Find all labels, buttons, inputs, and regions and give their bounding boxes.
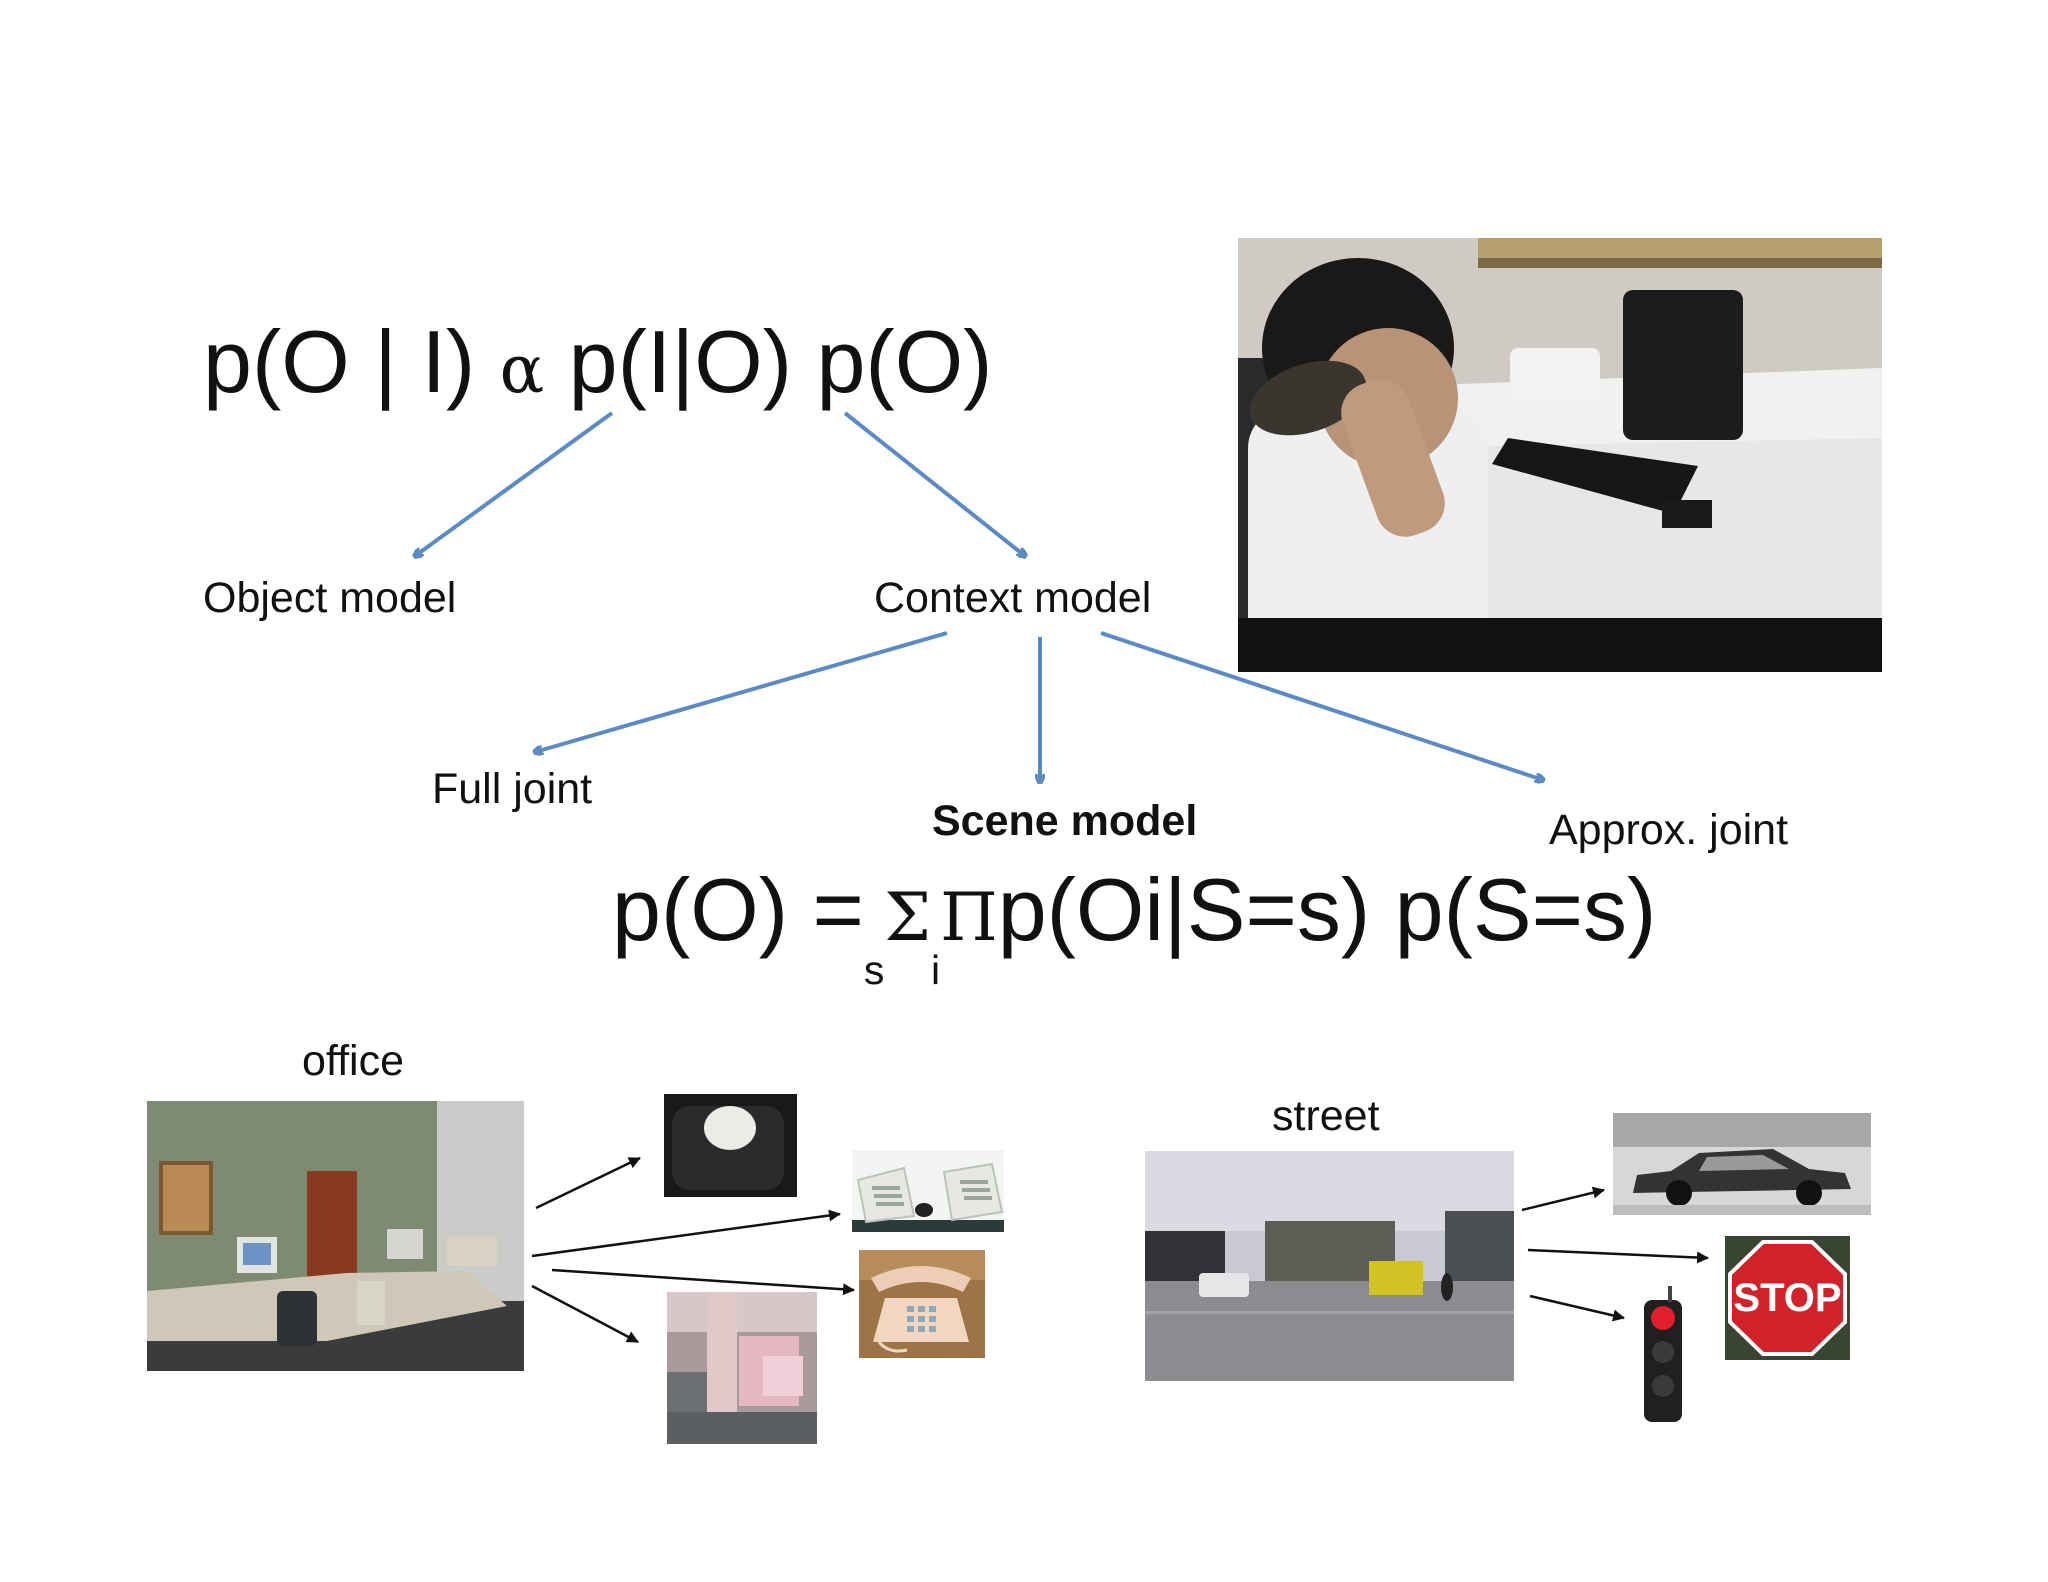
full-joint-label: Full joint	[432, 765, 593, 813]
approx-joint-label: Approx. joint	[1549, 806, 1789, 854]
product-symbol: Π	[940, 879, 998, 956]
bayes-formula-rhs: p(I|O) p(O)	[544, 312, 993, 411]
stop-sign-image: STOP	[1725, 1236, 1850, 1360]
arrow-office-to-phone	[551, 1268, 855, 1296]
street-scene-photo	[1145, 1151, 1514, 1381]
arrow-to-object-model	[415, 411, 614, 556]
arrow-to-approx-joint	[1100, 631, 1543, 780]
arrow-to-context-model	[843, 411, 1025, 556]
object-model-label: Object model	[203, 574, 457, 622]
stop-sign-text: STOP	[1733, 1276, 1842, 1320]
arrow-street-to-stop	[1527, 1248, 1709, 1264]
arrow-office-to-keyboard	[531, 1209, 841, 1258]
telephone-image	[859, 1250, 985, 1358]
scene-formula-rhs: p(Oi|S=s) p(S=s)	[997, 860, 1657, 959]
arrow-office-to-cabinet	[531, 1284, 639, 1344]
arrow-street-to-car	[1521, 1186, 1605, 1212]
street-caption: street	[1272, 1092, 1380, 1140]
scene-model-formula: p(O) =sΣiΠp(Oi|S=s) p(S=s)	[612, 866, 1656, 991]
bayes-formula: p(O | I) α p(I|O) p(O)	[203, 318, 992, 406]
office-scene-photo	[147, 1101, 524, 1371]
context-model-label: Context model	[874, 574, 1152, 622]
arrow-street-to-light	[1529, 1294, 1625, 1322]
mousepad-image	[664, 1094, 797, 1197]
bayes-formula-lhs: p(O | I)	[203, 312, 500, 411]
traffic-light-image	[1638, 1286, 1688, 1422]
sum-symbol: Σ	[884, 879, 932, 956]
keyboard-image	[852, 1150, 1004, 1232]
office-phone-photo	[1238, 238, 1882, 672]
product-subscript: i	[931, 947, 941, 993]
file-cabinet-image	[667, 1292, 817, 1444]
car-image	[1613, 1113, 1871, 1215]
arrow-office-to-mousepad	[535, 1156, 641, 1210]
scene-model-label: Scene model	[932, 797, 1198, 845]
scene-formula-lhs: p(O) =	[612, 860, 864, 959]
sum-subscript: s	[863, 947, 885, 993]
office-caption: office	[302, 1037, 404, 1085]
proportional-symbol: α	[499, 331, 545, 408]
arrow-to-full-joint	[535, 631, 948, 752]
